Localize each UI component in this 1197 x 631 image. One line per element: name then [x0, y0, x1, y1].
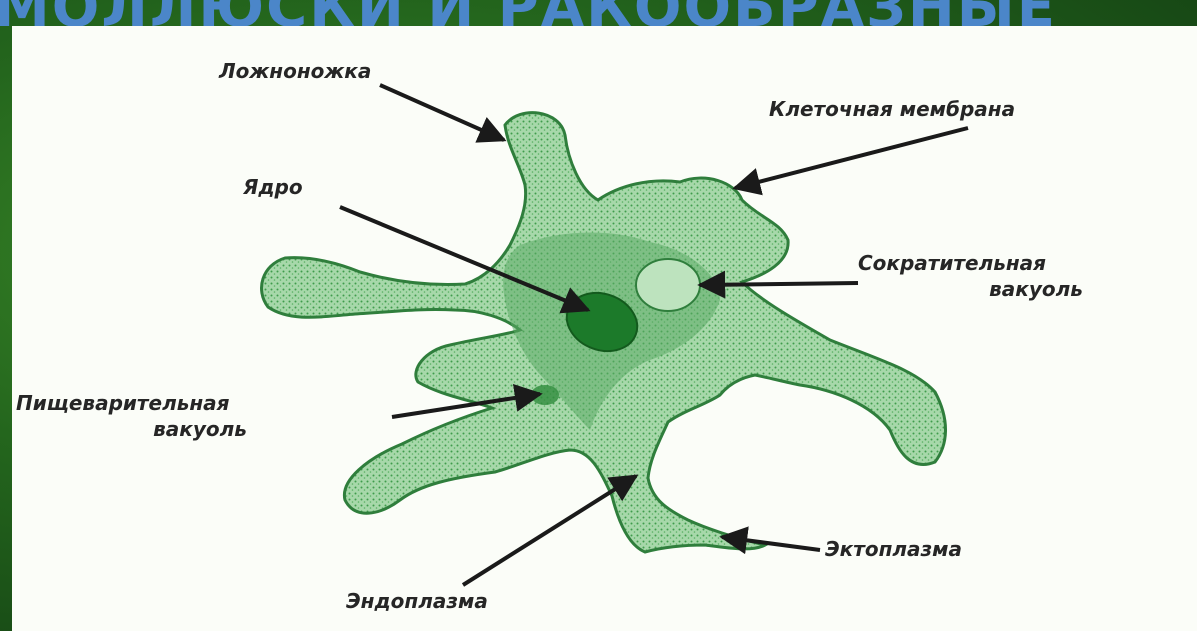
amoeba-cell — [262, 113, 946, 552]
label-nucleus: Ядро — [242, 175, 303, 199]
amoeba-figure: Ложноножка Клеточная мембрана Ядро Сокра… — [12, 26, 1197, 631]
amoeba-diagram: Ложноножка Клеточная мембрана Ядро Сокра… — [12, 26, 1197, 631]
contractile-vacuole-arrow — [700, 283, 858, 285]
label-endoplasm: Эндоплазма — [346, 589, 488, 613]
label-contractile-vacuole-2: вакуоль — [989, 277, 1083, 301]
label-ectoplasm: Эктоплазма — [825, 537, 962, 561]
label-digestive-vacuole-2: вакуоль — [153, 417, 247, 441]
label-contractile-vacuole-1: Сократительная — [858, 251, 1046, 275]
label-cell-membrane: Клеточная мембрана — [769, 97, 1015, 121]
label-digestive-vacuole-1: Пищеварительная — [16, 391, 230, 415]
pseudopod-arrow — [380, 85, 504, 140]
contractile-vacuole — [636, 259, 700, 311]
endoplasm-arrow — [463, 476, 636, 585]
cell-membrane-arrow — [735, 128, 968, 188]
label-pseudopod: Ложноножка — [218, 59, 371, 83]
